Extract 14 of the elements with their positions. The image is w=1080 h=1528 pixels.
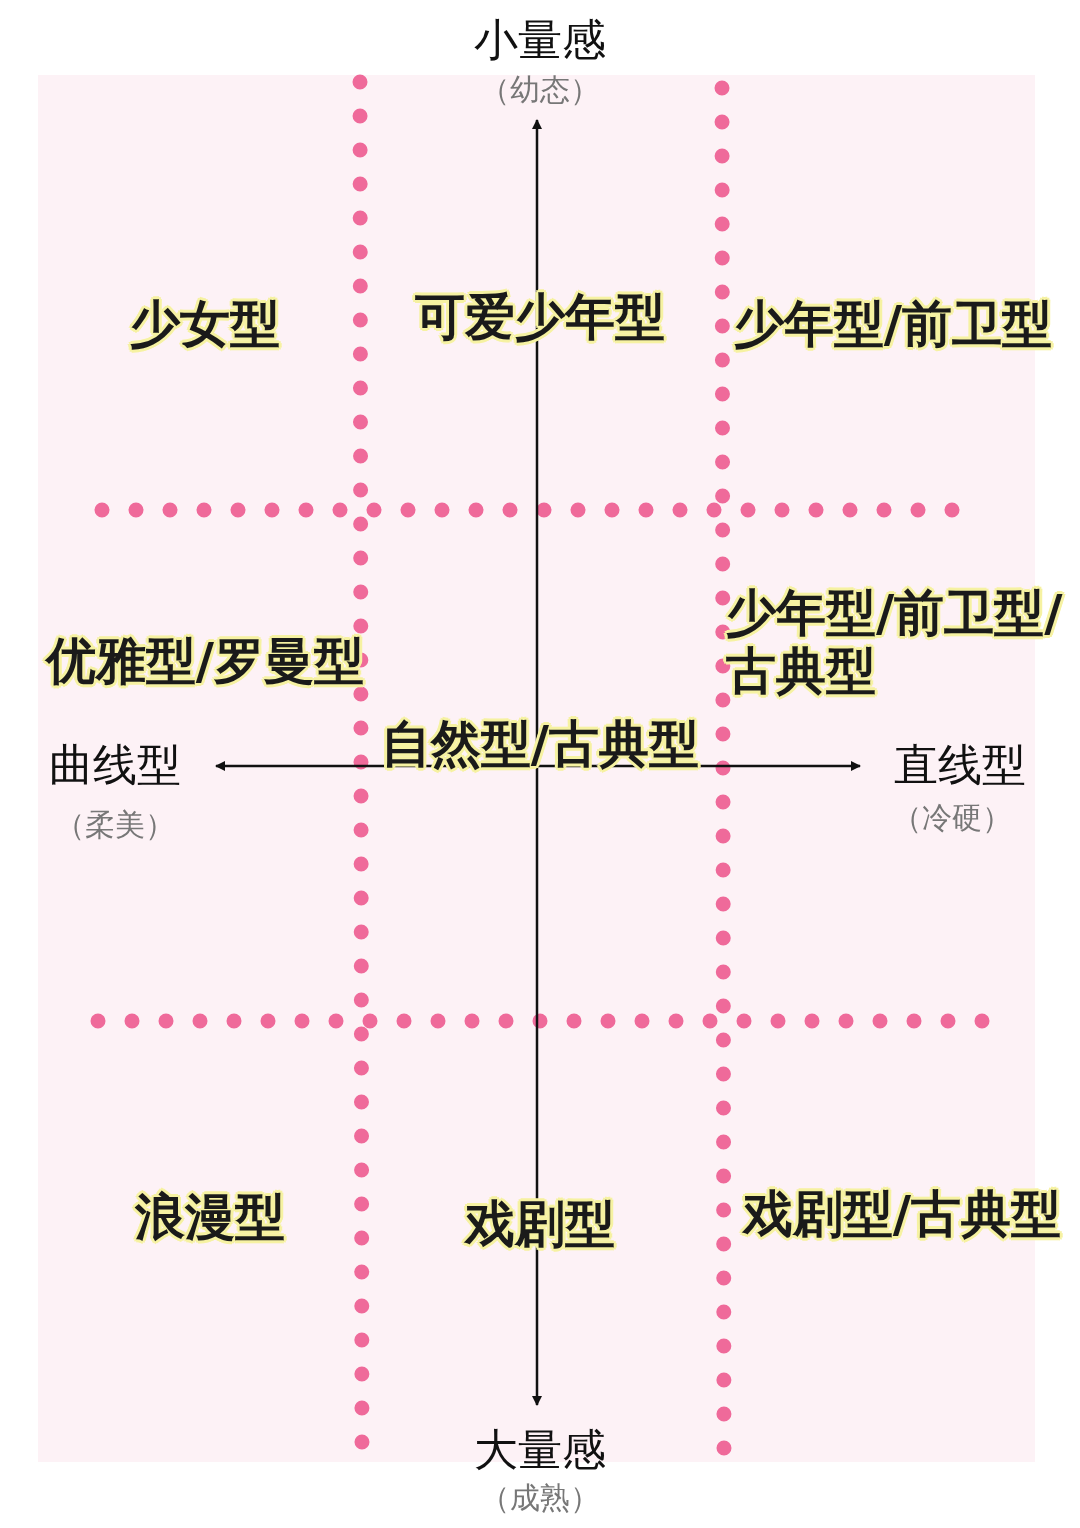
axis-title: 曲线型 [49,739,181,791]
type-label: 少女型 [130,296,280,354]
axis-title: 小量感 [474,14,606,66]
axis-title: 大量感 [474,1424,606,1476]
type-label: 少年型/前卫型/古典型 [726,585,1064,700]
type-label: 戏剧型/古典型 [742,1186,1062,1244]
axis-subtitle: （柔美） [55,807,175,843]
axis-subtitle: （冷硬） [892,800,1012,836]
axis-subtitle: （幼态） [480,72,600,108]
axis-title: 直线型 [894,739,1026,791]
type-label: 优雅型/罗曼型 [45,633,365,691]
type-label: 少年型/前卫型 [733,296,1053,354]
type-label: 浪漫型 [135,1189,285,1247]
axis-subtitle: （成熟） [480,1480,600,1516]
